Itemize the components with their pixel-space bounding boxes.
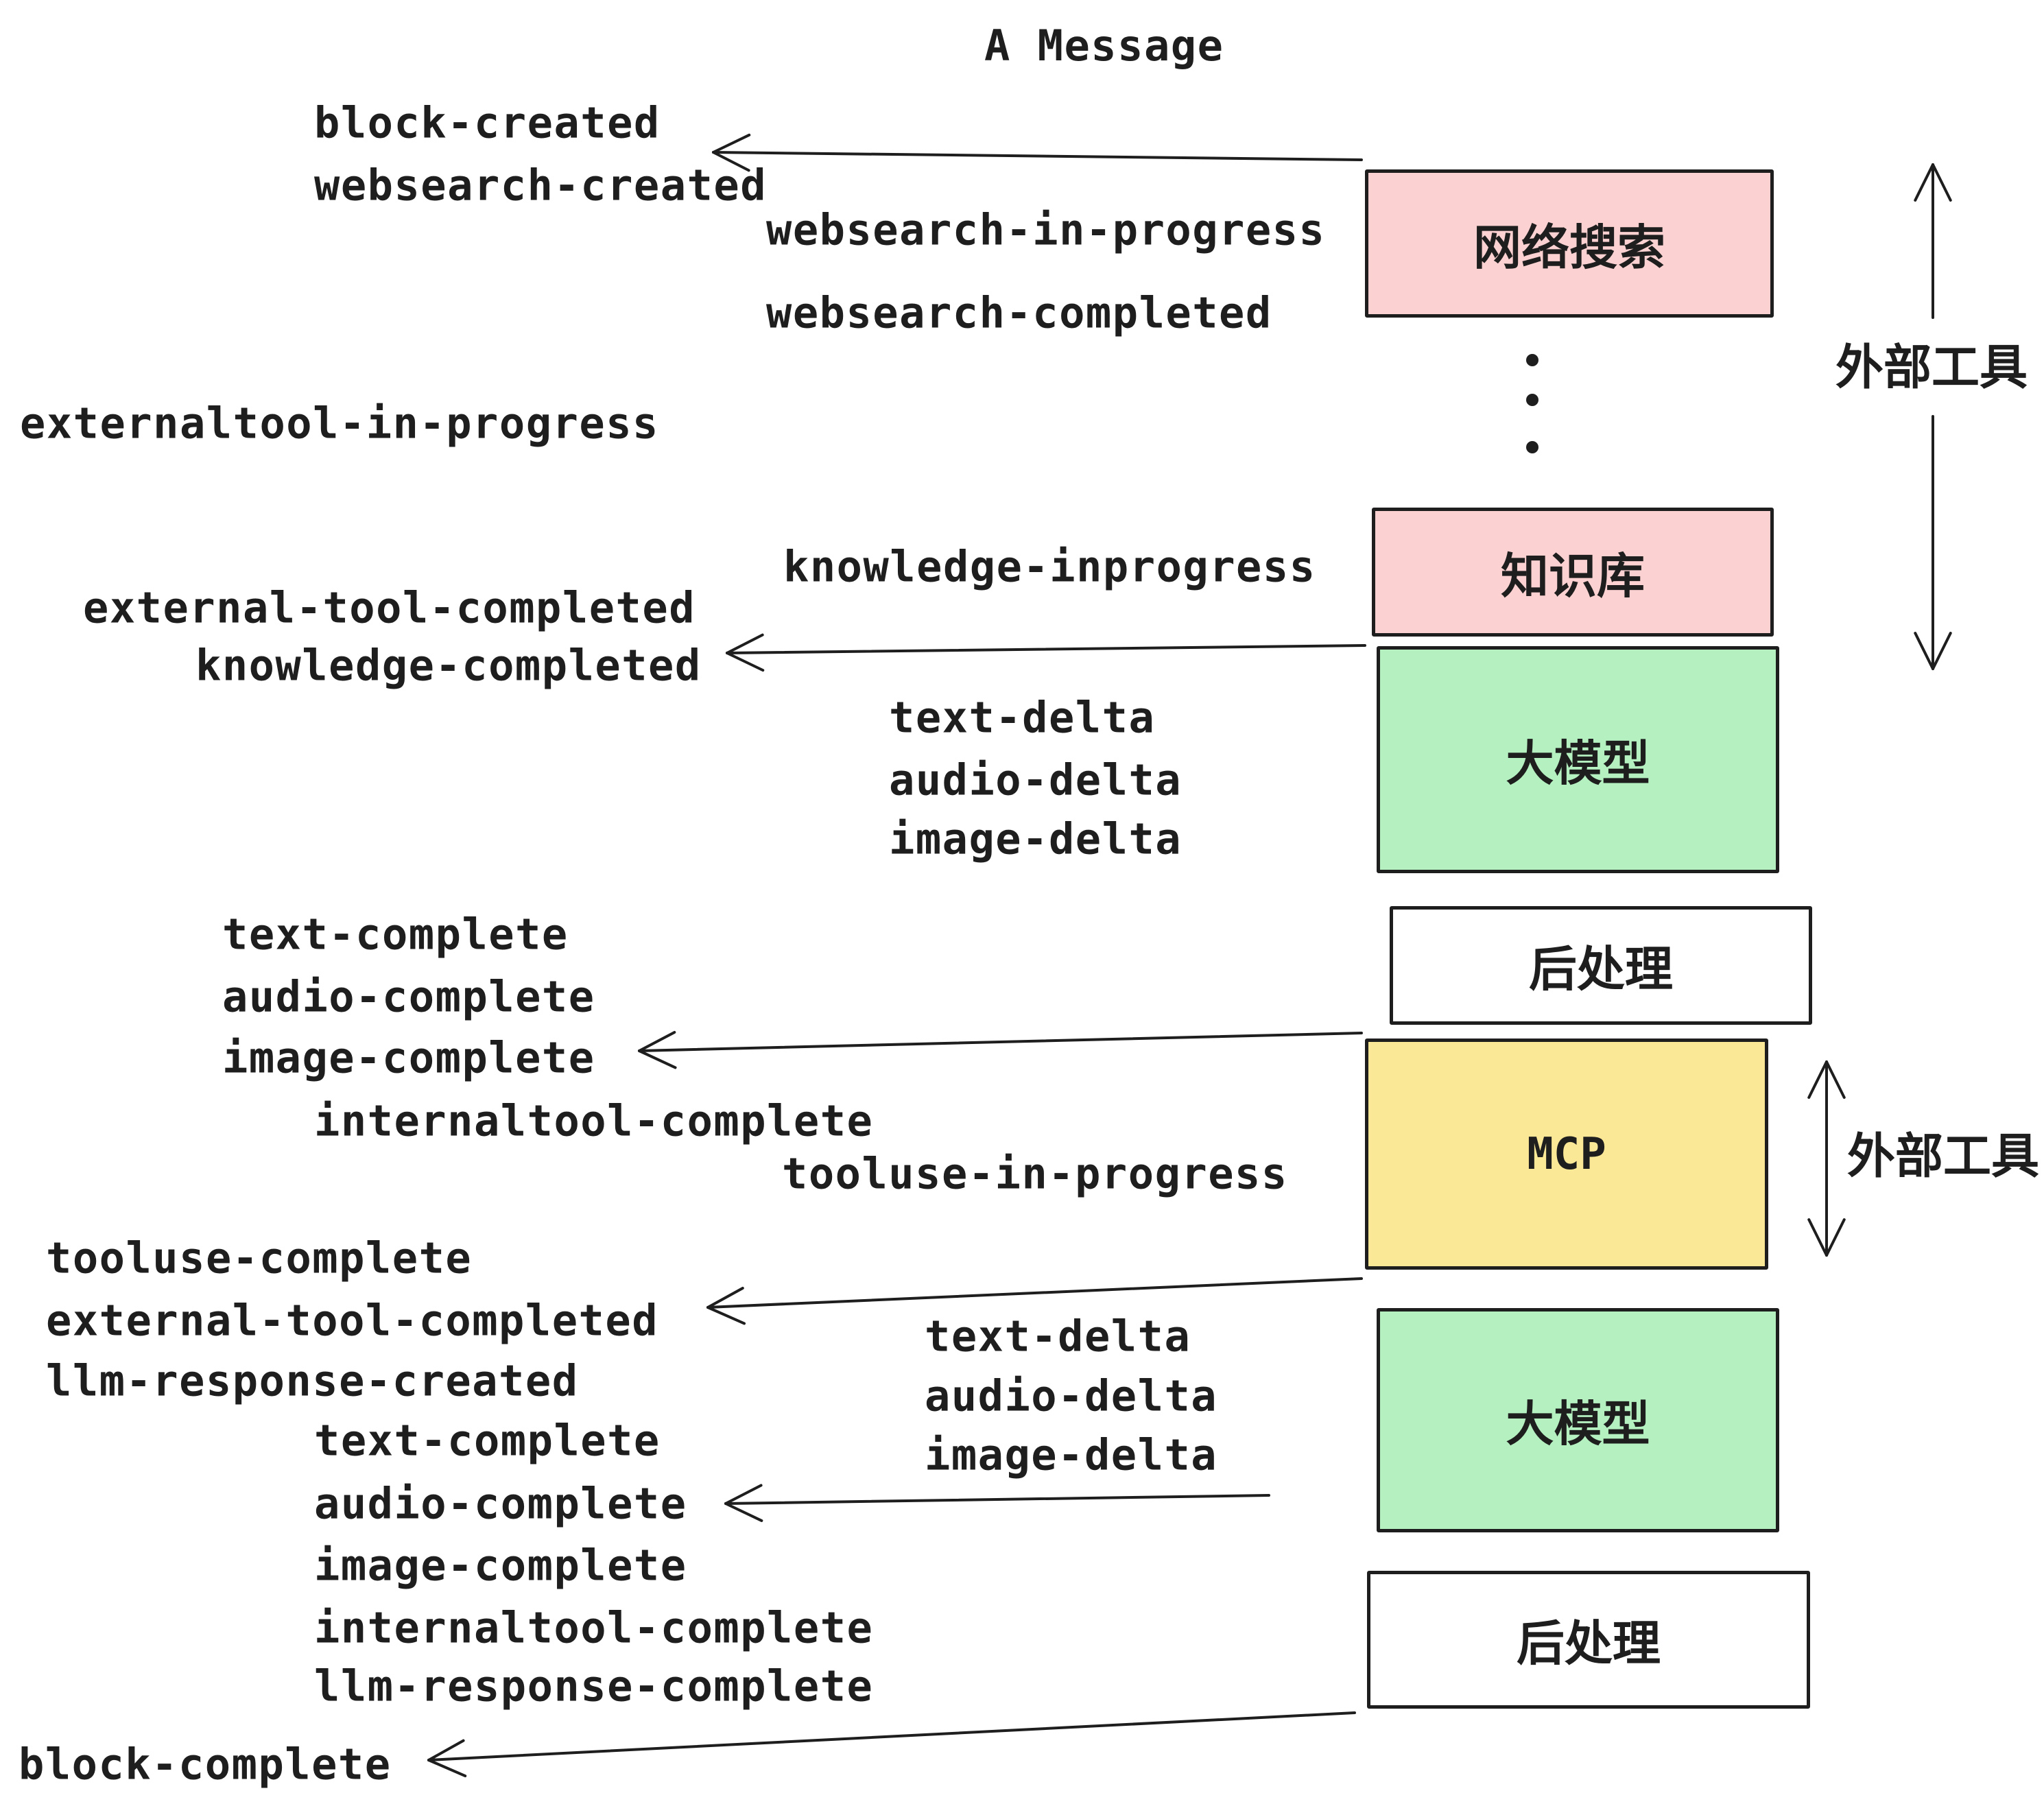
arrow-to-image-complete xyxy=(638,1030,1363,1069)
event-external-tool-completed-2: external-tool-completed xyxy=(46,1295,659,1346)
event-image-delta-2: image-delta xyxy=(925,1429,1218,1480)
event-audio-complete-2: audio-complete xyxy=(314,1478,687,1529)
box-label-llm-1: 大模型 xyxy=(1506,735,1650,792)
event-image-complete: image-complete xyxy=(222,1032,595,1083)
event-block-created: block-created xyxy=(314,97,661,148)
box-post-1: 后处理 xyxy=(1390,906,1812,1025)
event-websearch-created: websearch-created xyxy=(314,160,768,211)
box-post-2: 后处理 xyxy=(1367,1571,1810,1709)
arrow-to-audio-complete xyxy=(724,1484,1270,1522)
event-knowledge-inprogress: knowledge-inprogress xyxy=(783,541,1316,592)
box-knowledge: 知识库 xyxy=(1372,508,1774,637)
double-arrow-external-tool-span-1 xyxy=(1914,163,1952,670)
event-block-complete: block-complete xyxy=(19,1739,392,1790)
box-label-llm-2: 大模型 xyxy=(1506,1396,1650,1452)
ellipsis-dots xyxy=(1526,354,1538,453)
box-label-mcp: MCP xyxy=(1527,1128,1606,1180)
box-label-post-2: 后处理 xyxy=(1517,1615,1661,1672)
event-tooluse-complete: tooluse-complete xyxy=(46,1233,473,1283)
event-image-complete-2: image-complete xyxy=(314,1540,687,1591)
event-audio-delta-2: audio-delta xyxy=(925,1370,1218,1421)
arrow-to-block-complete xyxy=(427,1711,1356,1778)
box-llm-2: 大模型 xyxy=(1377,1308,1779,1532)
box-label-post-1: 后处理 xyxy=(1529,941,1673,997)
event-audio-delta: audio-delta xyxy=(889,755,1183,805)
event-websearch-completed: websearch-completed xyxy=(766,287,1272,338)
event-externaltool-in-progress: externaltool-in-progress xyxy=(20,398,659,449)
box-llm-1: 大模型 xyxy=(1377,646,1779,873)
event-text-delta: text-delta xyxy=(889,692,1156,743)
box-mcp: MCP xyxy=(1365,1039,1768,1270)
arrow-to-knowledge-completed xyxy=(726,633,1366,672)
event-text-delta-2: text-delta xyxy=(925,1311,1191,1362)
event-text-complete: text-complete xyxy=(222,909,569,960)
event-llm-response-complete: llm-response-complete xyxy=(314,1661,874,1711)
event-internaltool-complete-2: internaltool-complete xyxy=(314,1602,874,1653)
event-text-complete-2: text-complete xyxy=(314,1415,661,1466)
box-label-knowledge: 知识库 xyxy=(1501,547,1645,604)
box-websearch: 网络搜索 xyxy=(1365,169,1774,318)
event-external-tool-completed: external-tool-completed xyxy=(83,582,696,633)
side-label-external-tools-2: 外部工具 xyxy=(1847,1128,2039,1185)
event-image-delta: image-delta xyxy=(889,814,1183,864)
side-label-external-tools-1: 外部工具 xyxy=(1835,339,2028,396)
double-arrow-external-tool-span-2 xyxy=(1807,1060,1846,1257)
event-websearch-in-progress: websearch-in-progress xyxy=(766,204,1326,255)
box-label-websearch: 网络搜索 xyxy=(1473,219,1665,276)
event-internaltool-complete: internaltool-complete xyxy=(314,1095,874,1146)
event-llm-response-created: llm-response-created xyxy=(46,1355,579,1406)
arrow-to-block-created xyxy=(712,133,1363,172)
event-audio-complete: audio-complete xyxy=(222,971,595,1022)
event-knowledge-completed: knowledge-completed xyxy=(195,640,702,691)
event-tooluse-in-progress: tooluse-in-progress xyxy=(782,1148,1288,1199)
diagram-title: A Message xyxy=(984,21,1224,71)
